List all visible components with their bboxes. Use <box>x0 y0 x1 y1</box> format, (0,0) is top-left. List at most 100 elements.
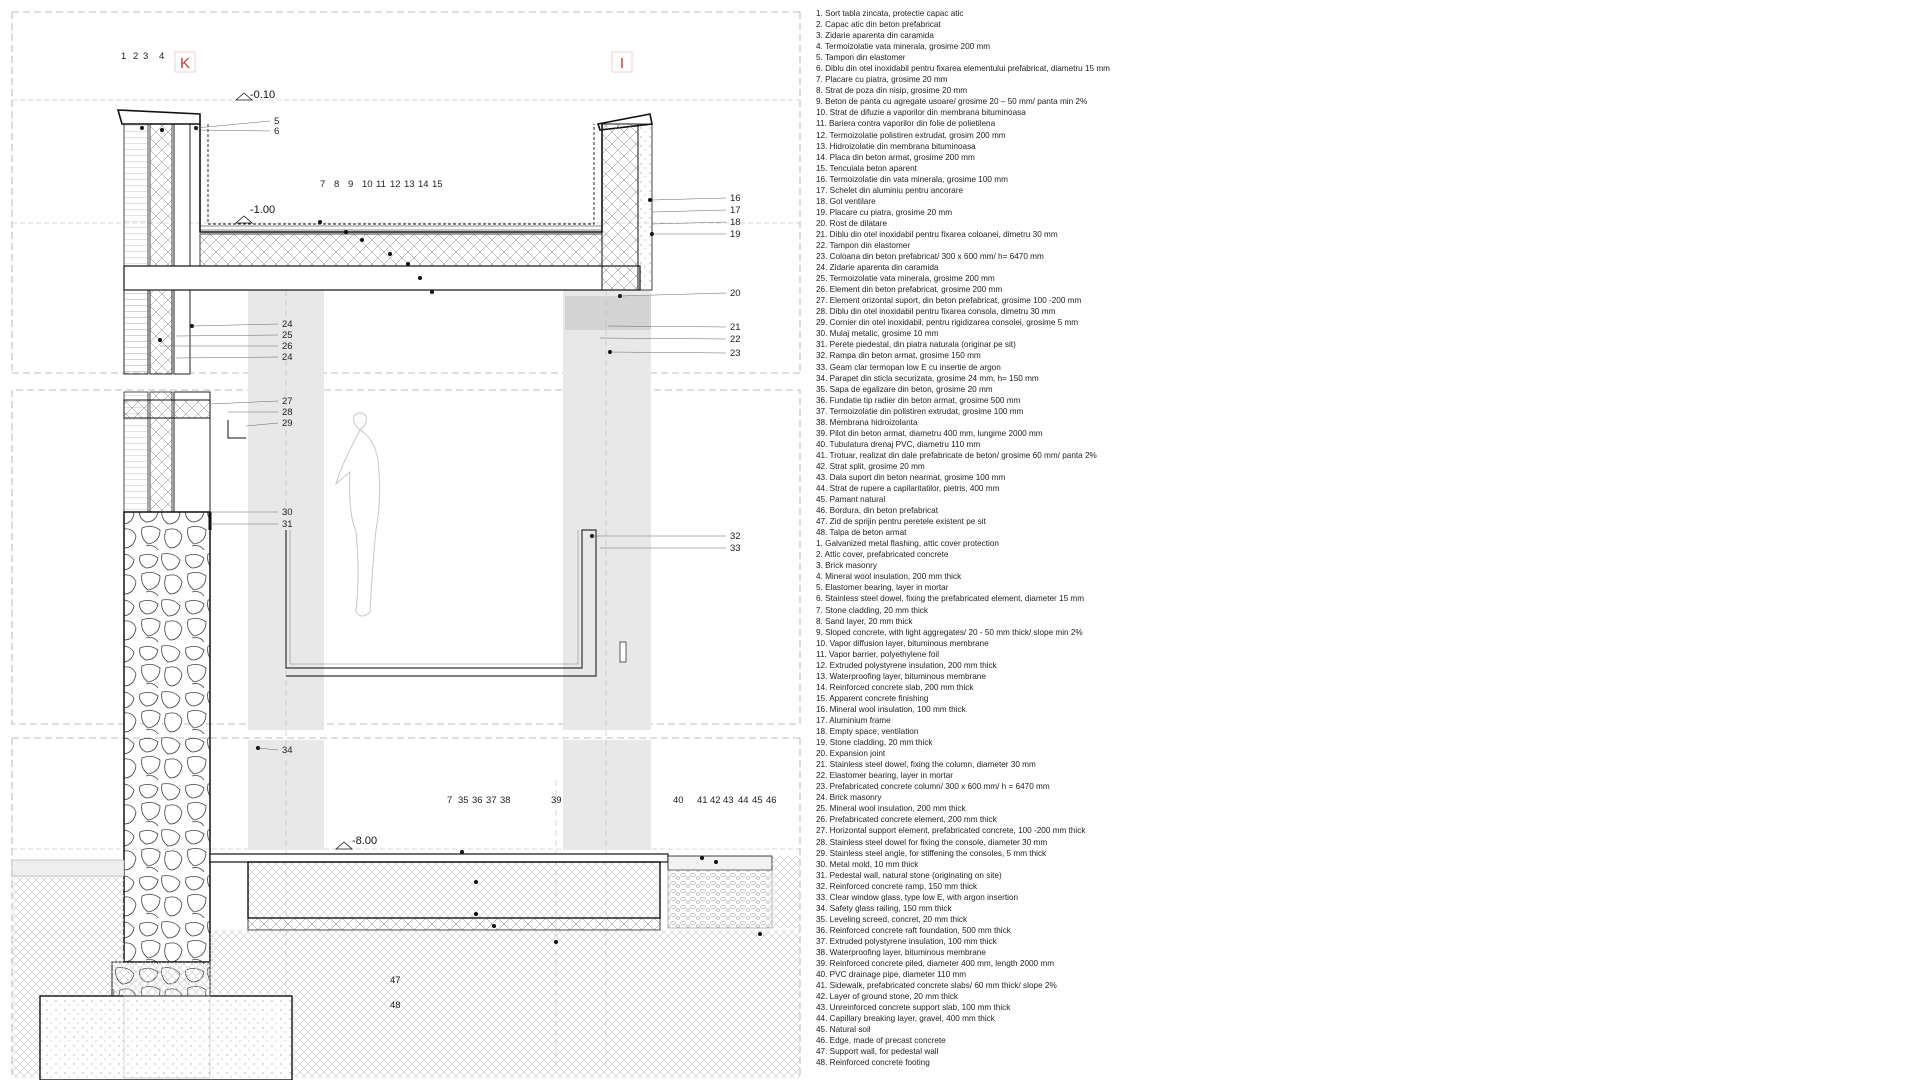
legend-item: 7. Placare cu piatra, grosime 20 mm <box>816 75 948 85</box>
legend-item: 5. Tampon din elastomer <box>816 53 906 63</box>
legend-item: 22. Tampon din elastomer <box>816 240 911 250</box>
callout-ground-2: 36 <box>472 795 483 806</box>
interior-columns <box>248 290 651 850</box>
legend: 1. Sort tabla zincata, protectie capac a… <box>816 8 1916 1069</box>
callout-pedestal-1: 31 <box>282 519 293 530</box>
callout-ground-4: 38 <box>500 795 511 806</box>
legend-item: 41. Trotuar, realizat din dale prefabric… <box>816 450 1097 460</box>
legend-romanian: 1. Sort tabla zincata, protectie capac a… <box>816 8 1916 538</box>
legend-item: 34. Parapet din sticla securizata, grosi… <box>816 373 1039 383</box>
callout-console-1: 28 <box>282 407 293 418</box>
legend-item: 10. Vapor diffusion layer, bituminous me… <box>816 638 989 648</box>
callout-sidewalk-3: 43 <box>723 795 734 806</box>
callout-wall_left-0: 24 <box>282 319 293 330</box>
leader-line <box>651 221 727 225</box>
callout-balcony-1: 33 <box>730 543 741 554</box>
legend-item: 47. Support wall, for pedestal wall <box>816 1047 939 1057</box>
callout-ground-1: 35 <box>458 795 469 806</box>
legend-item: 48. Reinforced concrete footing <box>816 1058 930 1068</box>
callout-top_left-1: 2 <box>133 51 138 62</box>
leader-line <box>245 422 279 427</box>
callout-roof-6: 13 <box>404 179 415 190</box>
legend-item: 37. Termoizolatie din polistiren extruda… <box>816 406 1024 416</box>
legend-item: 35. Leveling screed, concret, 20 mm thic… <box>816 914 968 924</box>
callout-facade_right-1: 17 <box>730 205 741 216</box>
callout-sidewalk-1: 41 <box>697 795 708 806</box>
leader-line <box>195 120 271 129</box>
legend-item: 20. Rost de dilatare <box>816 218 888 228</box>
callout-slab_right-3: 23 <box>730 348 741 359</box>
axis-label-k: K <box>180 55 190 72</box>
legend-item: 46. Bordura, din beton prefabricat <box>816 506 938 516</box>
callout-roof-8: 15 <box>432 179 443 190</box>
callout-roof-2: 9 <box>348 179 353 190</box>
legend-item: 23. Coloana din beton prefabricat/ 300 x… <box>816 252 1044 262</box>
callout-roof-1: 8 <box>334 179 339 190</box>
callout-console-0: 27 <box>282 396 293 407</box>
legend-item: 27. Element orizontal suport, din beton … <box>816 296 1082 306</box>
callout-slab_right-2: 22 <box>730 334 741 345</box>
callout-top_right_sills-0: 5 <box>274 116 279 127</box>
legend-item: 40. Tubulatura drenaj PVC, diametru 110 … <box>816 439 981 449</box>
legend-item: 43. Unreinforced concrete support slab, … <box>816 1003 1011 1013</box>
axis-label-i: I <box>620 55 624 72</box>
legend-item: 34. Safety glass railing, 150 mm thick <box>816 903 952 913</box>
callout-facade_right-3: 19 <box>730 229 741 240</box>
legend-item: 39. Pilot din beton armat, diametru 400 … <box>816 428 1043 438</box>
legend-item: 26. Prefabricated concrete element, 200 … <box>816 815 997 825</box>
leader-line <box>175 334 279 337</box>
legend-item: 6. Stainless steel dowel, fixing the pre… <box>816 594 1085 604</box>
legend-item: 13. Waterproofing layer, bituminous memb… <box>816 671 986 681</box>
callout-foundation-0: 47 <box>390 975 401 986</box>
legend-item: 4. Termoizolatie vata minerala, grosime … <box>816 42 991 52</box>
callout-sidewalk-0: 40 <box>673 795 684 806</box>
legend-item: 14. Reinforced concrete slab, 200 mm thi… <box>816 682 974 692</box>
legend-item: 15. Apparent concrete finishing <box>816 693 929 703</box>
legend-item: 18. Gol ventilare <box>816 196 876 206</box>
callout-wall_left-1: 25 <box>282 330 293 341</box>
legend-item: 15. Tencuiala beton aparent <box>816 163 917 173</box>
legend-english: 1. Galvanized metal flashing, attic cove… <box>816 538 1916 1068</box>
legend-item: 25. Mineral wool insulation, 200 mm thic… <box>816 804 966 814</box>
legend-item: 1. Galvanized metal flashing, attic cove… <box>816 539 999 549</box>
legend-item: 6. Diblu din otel inoxidabil pentru fixa… <box>816 64 1110 74</box>
legend-item: 48. Talpa de beton armat <box>816 528 907 538</box>
legend-item: 42. Strat split, grosime 20 mm <box>816 461 925 471</box>
legend-item: 3. Brick masonry <box>816 561 877 571</box>
callout-pedestal-0: 30 <box>282 507 293 518</box>
legend-item: 17. Schelet din aluminiu pentru ancorare <box>816 185 964 195</box>
legend-item: 5. Elastomer bearing, layer in mortar <box>816 583 949 593</box>
legend-item: 18. Empty space, ventilation <box>816 727 919 737</box>
callout-facade_right-0: 16 <box>730 193 741 204</box>
legend-item: 41. Sidewalk, prefabricated concrete sla… <box>816 981 1057 991</box>
legend-item: 21. Stainless steel dowel, fixing the co… <box>816 760 1036 770</box>
callout-wall_left-3: 24 <box>282 352 293 363</box>
legend-item: 21. Diblu din otel inoxidabil pentru fix… <box>816 229 1058 239</box>
callout-sidewalk-4: 44 <box>738 795 749 806</box>
legend-item: 43. Dala suport din beton nearmat, grosi… <box>816 472 1006 482</box>
callout-top_left-2: 3 <box>143 51 148 62</box>
legend-item: 46. Edge, made of precast concrete <box>816 1036 946 1046</box>
legend-item: 2. Capac atic din beton prefabricat <box>816 20 941 30</box>
legend-item: 27. Horizontal support element, prefabri… <box>816 826 1086 836</box>
legend-item: 10. Strat de difuzie a vaporilor din mem… <box>816 108 1026 118</box>
callout-slab_right-0: 20 <box>730 288 741 299</box>
callout-ground-0: 7 <box>447 795 452 806</box>
callout-balcony-0: 32 <box>730 531 741 542</box>
leader-line <box>195 129 271 132</box>
legend-item: 37. Extruded polystyrene insulation, 100… <box>816 936 997 946</box>
callout-top_left-3: 4 <box>159 51 164 62</box>
legend-item: 40. PVC drainage pipe, diameter 110 mm <box>816 970 967 980</box>
legend-item: 19. Stone cladding, 20 mm thick <box>816 738 933 748</box>
leader-line <box>651 209 727 213</box>
elevation-terrace: -1.00 <box>250 204 275 216</box>
legend-item: 24. Zidarie aparenta din caramida <box>816 263 939 273</box>
callout-ground-5: 39 <box>551 795 562 806</box>
legend-item: 32. Reinforced concrete ramp, 150 mm thi… <box>816 881 978 891</box>
legend-item: 23. Prefabricated concrete column/ 300 x… <box>816 782 1050 792</box>
callout-roof-0: 7 <box>320 179 325 190</box>
legend-item: 36. Fundatie tip radier din beton armat,… <box>816 395 1021 405</box>
legend-item: 7. Stone cladding, 20 mm thick <box>816 605 928 615</box>
legend-item: 2. Attic cover, prefabricated concrete <box>816 550 949 560</box>
axis-markers: K I <box>174 51 633 73</box>
